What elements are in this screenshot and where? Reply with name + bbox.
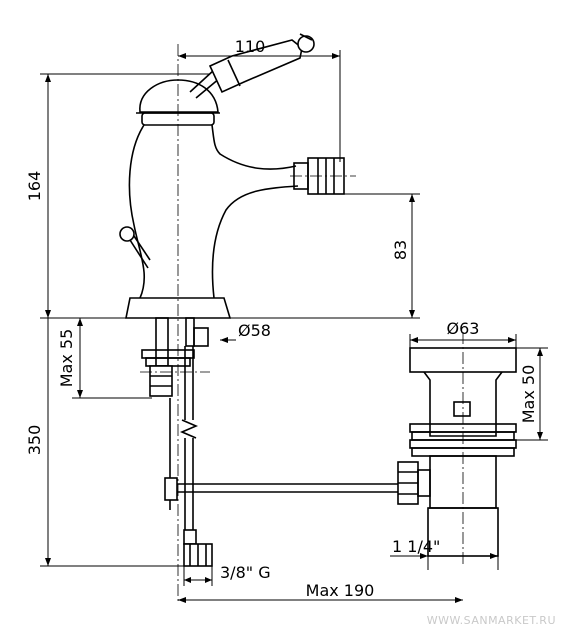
rod-clamp bbox=[164, 477, 178, 501]
label-waste-diameter: Ø63 bbox=[447, 319, 480, 338]
dimension-labels: 110 164 83 Ø58 Max 55 350 3/8" G Max 190… bbox=[25, 37, 538, 600]
watermark: WWW.SANMARKET.RU bbox=[427, 614, 556, 627]
waste-assembly bbox=[397, 347, 517, 557]
label-spout-reach: 110 bbox=[235, 37, 266, 56]
label-waste-height: Max 50 bbox=[519, 365, 538, 424]
faucet-body-left bbox=[128, 124, 146, 299]
under-deck-assembly bbox=[141, 317, 404, 567]
label-max-deck: Max 55 bbox=[57, 329, 76, 388]
faucet-cap bbox=[139, 79, 219, 113]
label-spout-height: 83 bbox=[391, 240, 410, 260]
center-lines bbox=[140, 44, 464, 604]
faucet-body-underside bbox=[211, 185, 299, 299]
label-supply-connection: 3/8" G bbox=[220, 563, 271, 582]
label-max-drain-reach: Max 190 bbox=[306, 581, 375, 600]
popup-knob bbox=[119, 226, 151, 269]
faucet-body-top bbox=[211, 124, 297, 170]
mounting-nut bbox=[149, 365, 173, 397]
dimension-lines bbox=[40, 50, 548, 603]
label-total-height: 164 bbox=[25, 171, 44, 202]
label-base-diameter: Ø58 bbox=[238, 321, 271, 340]
label-waste-thread: 1 1/4" bbox=[392, 537, 440, 556]
label-hose-length: 350 bbox=[25, 425, 44, 456]
